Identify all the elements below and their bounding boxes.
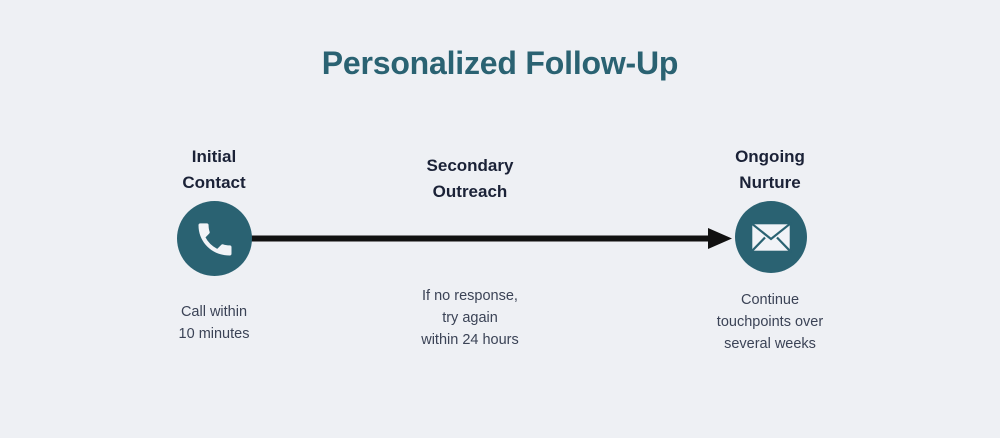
stage-description-ongoing-nurture: Continue touchpoints over several weeks bbox=[716, 292, 824, 353]
stage-description-secondary-outreach: If no response, try again within 24 hour… bbox=[421, 288, 519, 349]
stage-icon-initial-contact bbox=[177, 201, 252, 276]
stage-heading-initial-contact: Initial Contact bbox=[182, 147, 246, 193]
stage-description-initial-contact: Call within 10 minutes bbox=[178, 304, 250, 343]
envelope-icon bbox=[750, 221, 792, 253]
stage-heading-secondary-outreach: Secondary Outreach bbox=[426, 156, 514, 202]
stage-heading-ongoing-nurture: Ongoing Nurture bbox=[735, 147, 805, 193]
diagram-title: Personalized Follow-Up bbox=[321, 45, 679, 81]
phone-icon bbox=[198, 222, 231, 255]
stage-icon-ongoing-nurture bbox=[735, 201, 807, 273]
connector-arrow bbox=[240, 222, 732, 256]
arrow-right-icon bbox=[240, 228, 732, 249]
